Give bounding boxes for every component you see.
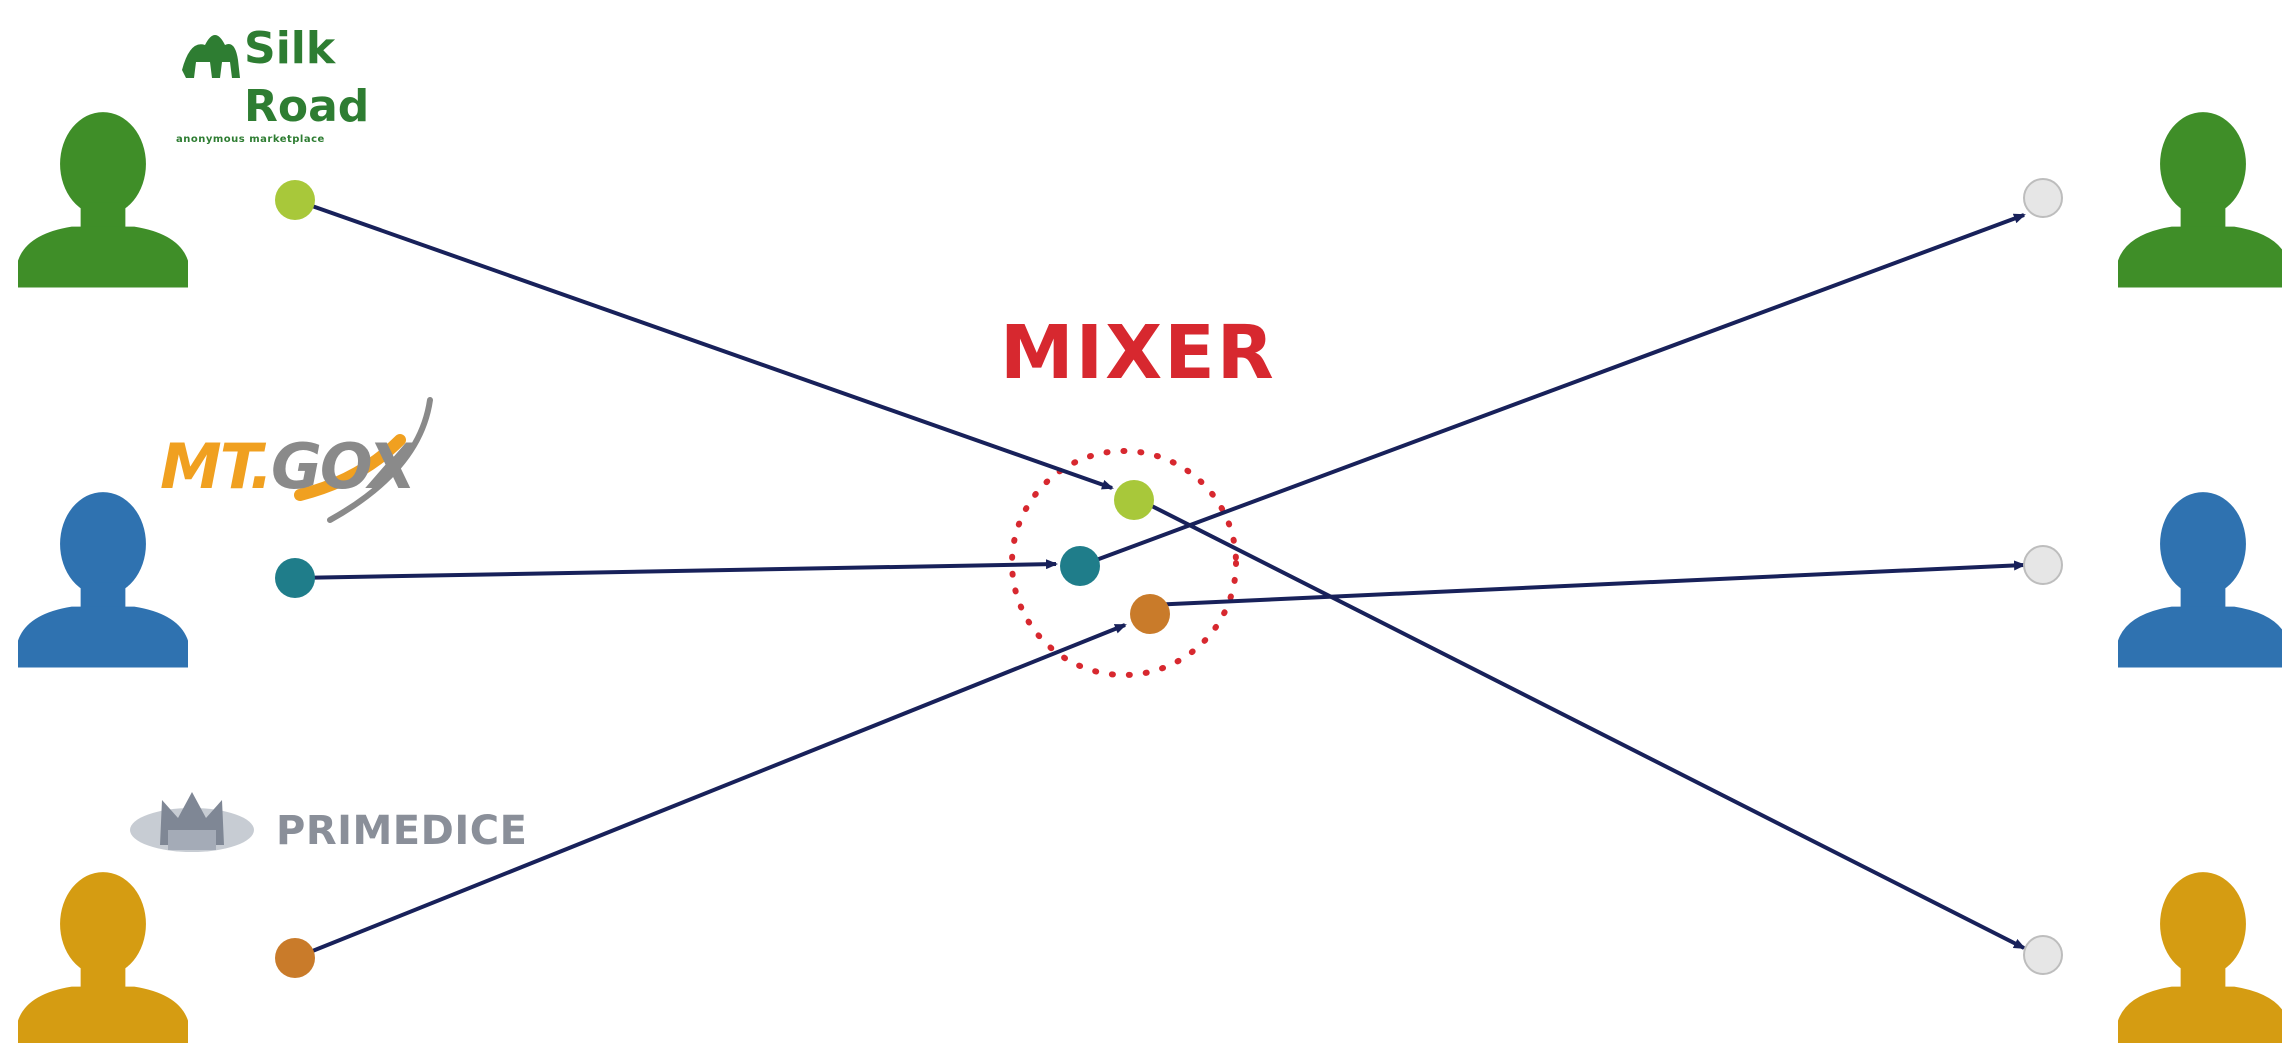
arrow-teal-out	[1079, 213, 2026, 568]
mixer-node-green	[1114, 480, 1154, 520]
arrow-green-in	[294, 198, 1114, 490]
sender-person-icon-blue	[18, 492, 188, 668]
receiver-node-middle	[2023, 545, 2063, 585]
mixer-label: MIXER	[1000, 310, 1276, 396]
sender-person-icon-green	[18, 112, 188, 288]
mtgox-mt: MT.	[160, 430, 273, 503]
mtgox-swoosh-icon	[294, 397, 433, 523]
primedice-logo: PRIMEDICE	[276, 808, 528, 854]
arrow-orange-in	[294, 623, 1127, 960]
mixer-node-orange	[1130, 594, 1170, 634]
arrow-blue-in	[294, 559, 1058, 580]
receiver-node-top	[2023, 178, 2063, 218]
mtgox-logo: MT.GOX	[160, 430, 416, 503]
receiver-person-icon-blue	[2118, 492, 2282, 668]
silk-road-logo: Silk Road	[244, 20, 369, 136]
sender-node-orange	[275, 938, 315, 978]
mixer-node-teal	[1060, 546, 1100, 586]
arrow-orange-out	[1149, 560, 2026, 607]
camel-icon	[182, 35, 240, 78]
sender-person-icon-yellow	[18, 872, 188, 1043]
mixer-ring	[1009, 448, 1239, 678]
silk-road-line1: Silk	[244, 23, 336, 74]
sender-node-teal	[275, 558, 315, 598]
receiver-node-bottom	[2023, 935, 2063, 975]
silk-road-tagline: anonymous marketplace	[176, 134, 325, 145]
receiver-person-icon-green	[2118, 112, 2282, 288]
sender-node-green	[275, 180, 315, 220]
receiver-person-icon-yellow	[2118, 872, 2282, 1043]
mtgox-gox: GOX	[271, 430, 416, 503]
arrow-green-out	[1133, 495, 2026, 950]
crown-icon	[130, 792, 254, 852]
silk-road-line2: Road	[244, 81, 370, 132]
